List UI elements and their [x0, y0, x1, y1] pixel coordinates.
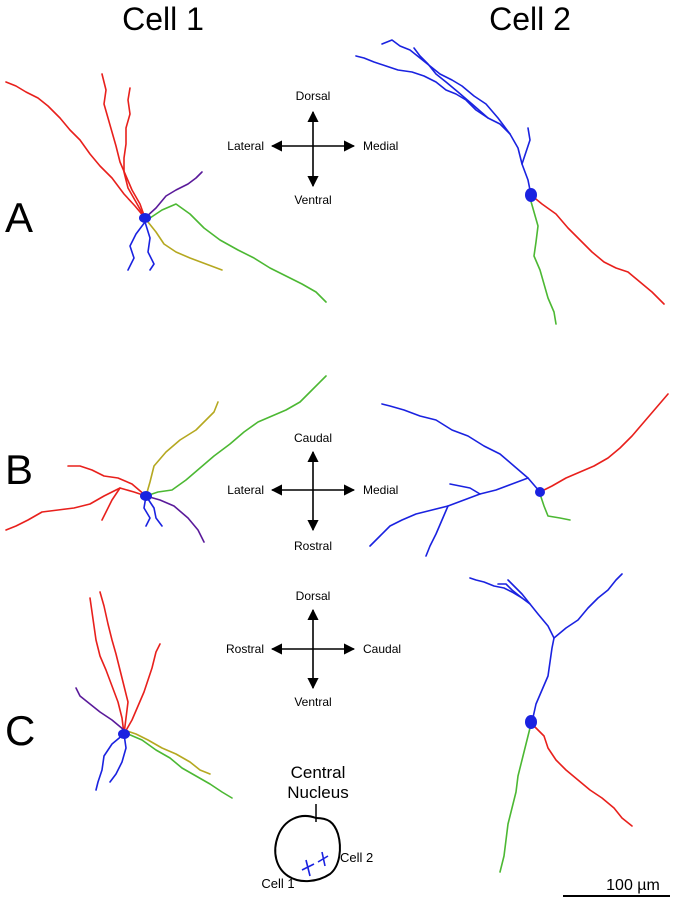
dendrite-blue: [425, 505, 449, 557]
dendrite-blue: [355, 55, 532, 196]
dendrite-blue: [449, 483, 481, 495]
compass-a-right-label: Medial: [363, 139, 398, 153]
inset-cell-1-label: Cell 1: [261, 876, 294, 891]
dendrite-purple: [145, 495, 205, 543]
compass-a: Dorsal Ventral Lateral Medial: [227, 89, 398, 207]
compass-a-left-label: Lateral: [227, 139, 264, 153]
dendrite-purple: [75, 687, 125, 731]
dendrite-red: [99, 591, 129, 735]
dendrite-red: [101, 487, 121, 521]
dendrite-blue: [507, 579, 531, 605]
dendrite-blue: [109, 733, 127, 783]
dendrite-red: [101, 73, 146, 219]
inset-cell-2-label: Cell 2: [340, 850, 373, 865]
column-title-cell-1: Cell 1: [122, 1, 204, 37]
neuron-a-cell-2: [355, 39, 665, 325]
compass-b-up-label: Caudal: [294, 431, 332, 445]
dendrite-green: [499, 727, 531, 873]
compass-c-up-label: Dorsal: [296, 589, 331, 603]
dendrite-blue: [381, 39, 511, 135]
soma: [535, 487, 545, 497]
dendrite-red: [67, 465, 147, 497]
dendrite-red: [123, 643, 161, 735]
neuron-b-cell-2: [369, 393, 669, 557]
dendrite-blue: [95, 733, 125, 791]
dendrite-red: [530, 194, 665, 305]
nucleus-outline: [274, 815, 341, 882]
dendrite-olive: [145, 401, 219, 497]
dendrite-blue: [143, 495, 151, 527]
compass-c: Dorsal Ventral Rostral Caudal: [226, 589, 401, 709]
dendrite-blue: [469, 577, 523, 599]
compass-c-right-label: Caudal: [363, 642, 401, 656]
inset-title-line-2: Nucleus: [287, 783, 348, 802]
neuron-a-cell-1: [5, 73, 327, 303]
compass-c-left-label: Rostral: [226, 642, 264, 656]
dendrite-blue: [381, 403, 541, 493]
dendrite-red: [531, 723, 633, 827]
column-title-cell-2: Cell 2: [489, 1, 571, 37]
dendrite-blue: [127, 221, 146, 271]
neuron-c-cell-1: [75, 591, 233, 799]
dendrite-blue: [521, 127, 531, 165]
cell-1-location-marker: [301, 859, 315, 877]
soma: [525, 188, 537, 202]
dendrite-green: [127, 733, 233, 799]
soma: [139, 213, 151, 223]
compass-b-left-label: Lateral: [227, 483, 264, 497]
dendrite-blue: [553, 573, 623, 639]
compass-a-down-label: Ventral: [294, 193, 331, 207]
dendrite-blue: [413, 47, 489, 119]
dendrite-red: [5, 487, 147, 531]
compass-b-right-label: Medial: [363, 483, 398, 497]
central-nucleus-inset: Central Nucleus Cell 1 Cell 2: [261, 763, 373, 891]
compass-b: Caudal Rostral Lateral Medial: [227, 431, 398, 553]
dendrite-purple: [144, 171, 203, 219]
dendrite-green: [149, 203, 327, 303]
dendrite-green: [539, 493, 571, 521]
compass-a-up-label: Dorsal: [296, 89, 331, 103]
dendrite-blue: [369, 477, 529, 547]
scale-bar: 100 µm: [563, 877, 670, 897]
cell-2-location-marker: [317, 851, 329, 867]
row-label-a: A: [5, 194, 33, 241]
neuron-c-cell-2: [469, 573, 633, 873]
scale-bar-label: 100 µm: [606, 877, 660, 894]
dendrite-olive: [123, 729, 211, 775]
compass-b-down-label: Rostral: [294, 539, 332, 553]
dendrite-blue: [145, 495, 163, 527]
row-label-b: B: [5, 446, 33, 493]
dendrite-red: [123, 87, 146, 219]
soma: [525, 715, 537, 729]
inset-title-line-1: Central: [291, 763, 346, 782]
dendrite-olive: [147, 221, 223, 271]
neuron-b-cell-1: [5, 375, 327, 543]
dendrite-red: [89, 597, 125, 735]
dendrite-blue: [144, 221, 155, 271]
dendrite-red: [539, 393, 669, 493]
soma: [118, 729, 130, 739]
dendrite-blue: [497, 583, 555, 723]
soma: [140, 491, 152, 501]
dendrite-green: [529, 197, 557, 325]
compass-c-down-label: Ventral: [294, 695, 331, 709]
dendrite-red: [5, 81, 146, 219]
row-label-c: C: [5, 707, 35, 754]
dendrite-green: [145, 375, 327, 497]
